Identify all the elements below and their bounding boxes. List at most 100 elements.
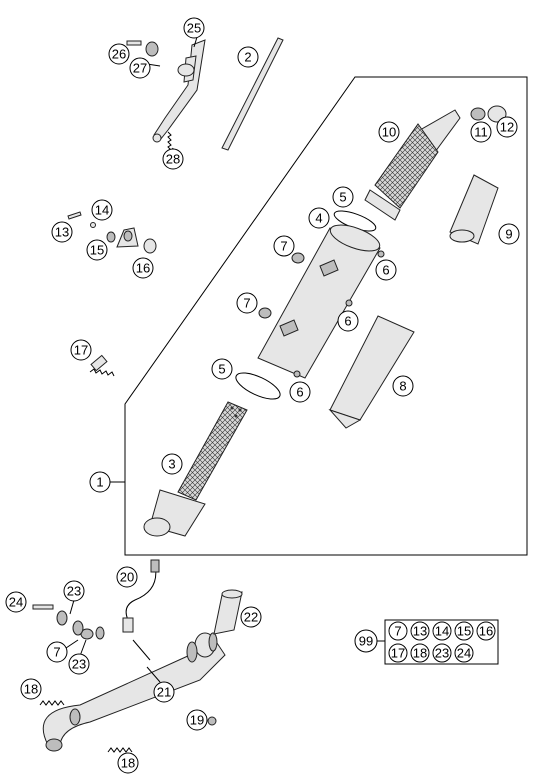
callout-6-a: 6: [375, 259, 397, 281]
svg-text:23: 23: [67, 584, 81, 599]
silencer-assembly-outline: [124, 76, 528, 556]
callout-6-c: 6: [289, 381, 311, 403]
callout-5-upper: 5: [332, 186, 354, 208]
callout-18-a: 18: [20, 678, 42, 700]
svg-text:5: 5: [218, 362, 225, 377]
washer-23-a-part: [56, 610, 68, 626]
callout-5-lower: 5: [211, 358, 233, 380]
svg-text:12: 12: [500, 120, 514, 135]
lambda-sensor-20-part: [122, 559, 160, 661]
callout-25: 25: [183, 17, 205, 39]
svg-text:7: 7: [394, 624, 401, 639]
svg-text:25: 25: [187, 21, 201, 36]
callout-4: 4: [308, 207, 330, 229]
spring-18-b-part: [107, 747, 133, 753]
svg-text:18: 18: [413, 646, 427, 661]
callout-14: 14: [91, 199, 113, 221]
callout-15: 15: [86, 239, 108, 261]
callout-20: 20: [116, 566, 138, 588]
svg-text:26: 26: [112, 47, 126, 62]
callout-19: 19: [186, 709, 208, 731]
svg-text:21: 21: [157, 685, 171, 700]
cap-12-part: [487, 105, 507, 123]
bushing-part: [177, 63, 195, 77]
svg-text:7: 7: [280, 239, 287, 254]
svg-text:24: 24: [457, 646, 471, 661]
plug-11-part: [470, 107, 486, 121]
callout-11: 11: [470, 121, 492, 143]
callout-9: 9: [498, 223, 520, 245]
kit-item-16: 16: [476, 621, 496, 641]
callout-7-c: 7: [46, 641, 68, 663]
washer-27-part: [145, 41, 159, 57]
callout-1: 1: [89, 471, 111, 493]
header-pipe-21-part: [42, 632, 226, 752]
svg-text:23: 23: [435, 646, 449, 661]
svg-text:20: 20: [120, 570, 134, 585]
callout-13: 13: [51, 221, 73, 243]
svg-text:17: 17: [74, 343, 88, 358]
svg-text:6: 6: [296, 385, 303, 400]
svg-text:27: 27: [133, 61, 147, 76]
svg-text:10: 10: [382, 125, 396, 140]
kit-item-14: 14: [432, 621, 452, 641]
spring-18-a-part: [39, 700, 65, 706]
callout-26: 26: [108, 43, 130, 65]
end-cap-10-part: [364, 109, 461, 221]
svg-text:6: 6: [344, 314, 351, 329]
svg-text:13: 13: [55, 225, 69, 240]
washer-15-part: [106, 231, 116, 243]
svg-text:13: 13: [413, 624, 427, 639]
nut-6-c-part: [293, 370, 301, 378]
svg-text:15: 15: [90, 243, 104, 258]
callout-23-b: 23: [68, 653, 90, 675]
kit-99-box: 99 7 13 14 15 16 17 18 23 24: [354, 619, 499, 665]
svg-text:9: 9: [505, 227, 512, 242]
callout-27: 27: [129, 57, 151, 79]
callout-17: 17: [70, 339, 92, 361]
kit-item-17: 17: [388, 643, 408, 663]
bolt-26-part: [126, 40, 142, 46]
svg-text:15: 15: [457, 624, 471, 639]
spring-28-part: [167, 131, 172, 151]
spring-17-part: [89, 354, 115, 377]
inner-pipe-3-part: [143, 401, 248, 537]
svg-text:7: 7: [243, 296, 250, 311]
svg-text:14: 14: [95, 203, 109, 218]
gasket-5-lower-part: [235, 372, 281, 400]
bracket-part: [116, 227, 139, 248]
washer-23-b-part: [72, 620, 84, 636]
callout-24: 24: [5, 591, 27, 613]
kit-item-24: 24: [454, 643, 474, 663]
kit-item-18: 18: [410, 643, 430, 663]
kit-item-23: 23: [432, 643, 452, 663]
svg-text:8: 8: [399, 379, 406, 394]
svg-text:23: 23: [72, 657, 86, 672]
svg-text:16: 16: [479, 624, 493, 639]
callout-16: 16: [132, 257, 154, 279]
screw-13-part: [67, 211, 82, 220]
svg-text:3: 3: [168, 457, 175, 472]
callout-7-b: 7: [236, 292, 258, 314]
svg-text:1: 1: [96, 475, 103, 490]
nut-6-b-part: [345, 299, 353, 307]
washer-14-part: [90, 222, 96, 228]
svg-text:18: 18: [121, 756, 135, 771]
callout-12: 12: [496, 116, 518, 138]
sleeve-9-part: [449, 174, 499, 245]
svg-text:2: 2: [244, 50, 251, 65]
outer-shell-8-part: [328, 315, 415, 429]
callout-18-b: 18: [117, 752, 139, 774]
silencer-body-4-part: [257, 224, 381, 379]
svg-text:6: 6: [382, 263, 389, 278]
callout-99: 99: [354, 629, 378, 653]
callout-21: 21: [153, 681, 175, 703]
svg-text:11: 11: [474, 125, 488, 140]
connector-pipe-22-part: [213, 589, 243, 635]
callout-3: 3: [161, 453, 183, 475]
svg-text:17: 17: [391, 646, 405, 661]
callout-8: 8: [392, 375, 414, 397]
nut-6-a-part: [377, 250, 385, 258]
brake-lever-part: [152, 39, 206, 143]
